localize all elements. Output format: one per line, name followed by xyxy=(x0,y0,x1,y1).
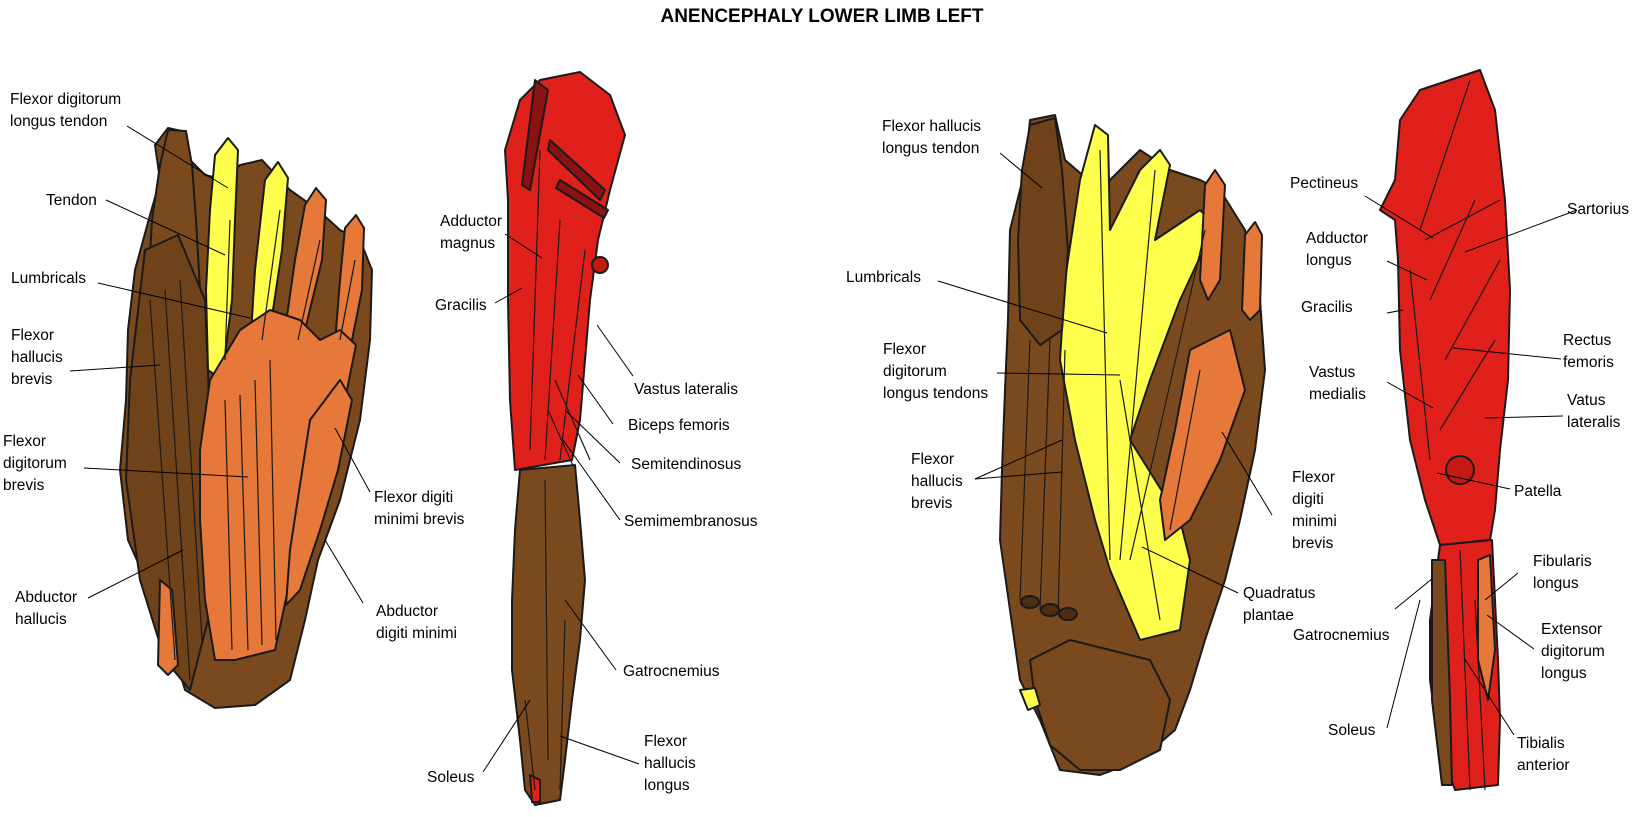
gluteal-strip-3 xyxy=(555,179,609,219)
deep-brown-tendons xyxy=(1019,339,1078,621)
foot-plantar-superficial xyxy=(119,127,373,709)
label-vastus-lateralis: Vastus lateralis xyxy=(634,381,738,398)
label-semitendinosus: Semitendinosus xyxy=(631,456,742,473)
foot1-fibers xyxy=(149,209,356,681)
anterior-fibularis xyxy=(1477,554,1496,701)
deep-heel xyxy=(1029,639,1171,771)
label-sartorius: Sartorius xyxy=(1567,201,1629,218)
anterior-brown-strip-left xyxy=(1431,559,1453,786)
label-lumbricals-1: Lumbricals xyxy=(11,270,86,287)
label-soleus-anterior: Soleus xyxy=(1328,722,1376,739)
deep-digit-4 xyxy=(1199,169,1226,301)
leg-posterior-figure xyxy=(504,71,626,806)
leader-lines xyxy=(69,125,1578,773)
posterior-lower-leg xyxy=(511,464,586,806)
label-gracilis-posterior: Gracilis xyxy=(435,297,487,314)
posterior-thigh xyxy=(504,71,626,471)
label-gracilis-anterior: Gracilis xyxy=(1301,299,1353,316)
label-gatrocnemius-posterior: Gatrocnemius xyxy=(623,663,720,680)
foot-plantar-deep-figure xyxy=(999,114,1266,776)
label-gatrocnemius-anterior: Gatrocnemius xyxy=(1293,627,1390,644)
lumbrical-tendon-1 xyxy=(205,137,239,381)
anterior-thigh xyxy=(1379,69,1511,546)
label-tendon: Tendon xyxy=(46,192,97,209)
deep-hallux xyxy=(1017,117,1069,346)
deep-digit-5 xyxy=(1241,221,1263,321)
diagram-title: ANENCEPHALY LOWER LIMB LEFT xyxy=(660,6,983,27)
label-patella: Patella xyxy=(1514,483,1562,500)
heel-yellow-chip xyxy=(1019,687,1041,711)
label-pectineus: Pectineus xyxy=(1290,175,1358,192)
gluteal-strip-1 xyxy=(521,79,549,191)
label-soleus-posterior: Soleus xyxy=(427,769,475,786)
posterior-nodule xyxy=(591,256,609,274)
deep-flexor-digiti-minimi xyxy=(1159,329,1246,541)
leg-anterior-figure xyxy=(1379,69,1511,791)
label-semimembranosus: Semimembranosus xyxy=(624,513,758,530)
flexor-digiti-minimi-shape xyxy=(285,379,353,606)
deep-tendon-fan xyxy=(1059,124,1216,641)
flexor-hallucis-brevis-shape xyxy=(125,234,216,691)
label-biceps-femoris: Biceps femoris xyxy=(628,417,730,434)
label-lumbricals-2: Lumbricals xyxy=(846,269,921,286)
gluteal-strip-2 xyxy=(547,139,606,201)
